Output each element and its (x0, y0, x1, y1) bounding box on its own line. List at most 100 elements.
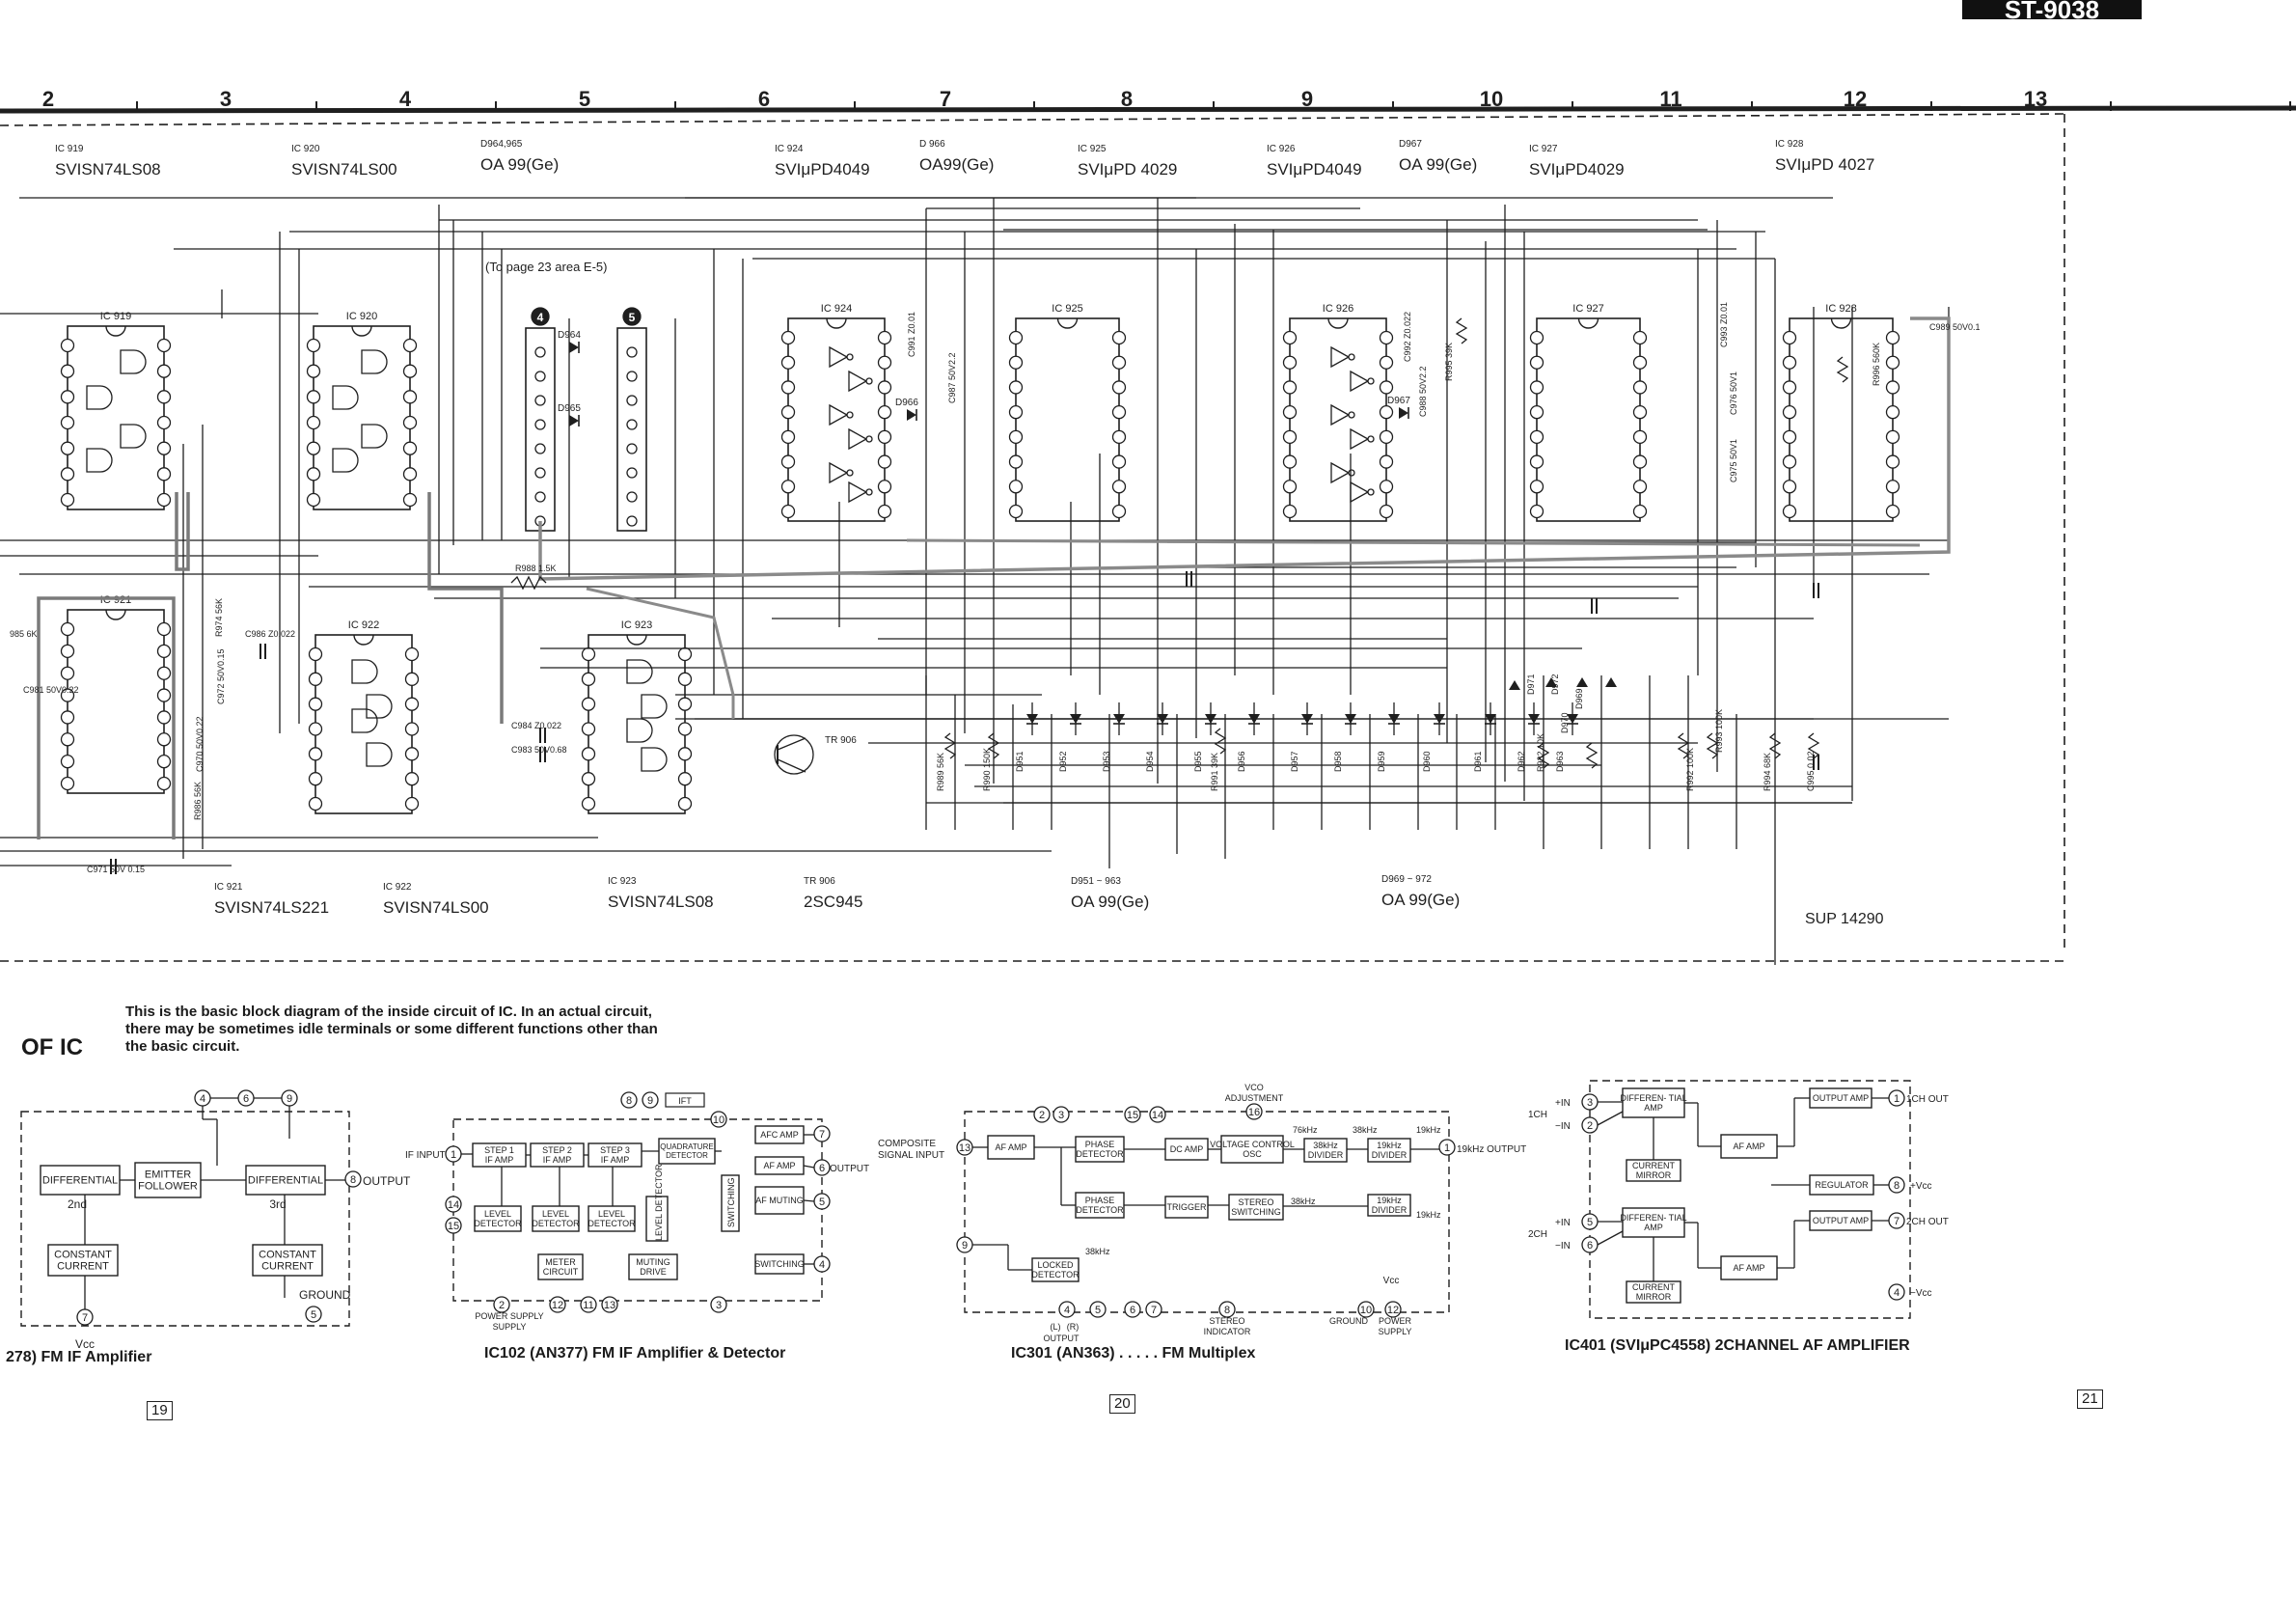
power-trace (538, 316, 1951, 581)
ic-pin (60, 492, 75, 508)
inverter-bubble (865, 377, 873, 385)
part-ref: TR 906 (804, 876, 835, 887)
ic-pin (581, 747, 596, 761)
ic-pin (1282, 454, 1298, 469)
block-label: PHASE (1085, 1196, 1115, 1205)
diode (1399, 407, 1408, 419)
logic-gate (120, 424, 147, 449)
block-pin-number: 7 (1151, 1305, 1157, 1316)
pin-label: SIGNAL INPUT (878, 1150, 944, 1161)
connector-pin (626, 371, 638, 382)
inverter-bubble (846, 353, 854, 361)
ruler-number: 6 (758, 87, 770, 111)
pin-label: (R) (1067, 1322, 1080, 1332)
part-ref: IC 922 (383, 882, 412, 893)
ic-pin (308, 747, 323, 761)
logic-gate (366, 742, 393, 767)
block-pin-number: 3 (716, 1300, 722, 1311)
function-block (1164, 1196, 1209, 1219)
resistor (1537, 742, 1550, 769)
part-ref: IC 920 (291, 144, 320, 154)
freq-label: 38kHz (1085, 1247, 1110, 1256)
logic-gate (641, 694, 668, 719)
ic-920 (351, 325, 372, 337)
block-pin (1149, 1106, 1166, 1123)
ic-pin (1282, 330, 1298, 345)
block-label: 38kHz (1313, 1141, 1338, 1150)
inverter (848, 370, 868, 393)
block-label: AF AMP (1733, 1263, 1764, 1273)
block-label: AF MUTING (755, 1196, 804, 1205)
block-pin (1033, 1106, 1051, 1123)
resistor (1706, 732, 1719, 759)
caption-fm-if-amplifier: 278) FM IF Amplifier (6, 1349, 152, 1365)
ic-notch (105, 325, 126, 337)
ic-body (67, 325, 165, 510)
inverter (829, 345, 849, 369)
block-label: DRIVE (640, 1267, 667, 1277)
function-block (1228, 1194, 1284, 1221)
pin-label: OUTPUT (1044, 1334, 1080, 1343)
block-pin-number: 2 (499, 1300, 505, 1311)
ruler-number: 2 (42, 87, 54, 111)
ruler-number: 10 (1480, 87, 1503, 111)
ic-pin (877, 454, 892, 469)
ic-pin (60, 754, 75, 769)
block-label: MIRROR (1636, 1292, 1672, 1302)
component-label-c993: C993 Z0.01 (1719, 302, 1729, 347)
block-pin-number: 6 (243, 1093, 249, 1105)
block-label: AF AMP (763, 1161, 795, 1170)
ic-pin (1111, 504, 1127, 519)
component-label-d969: D969 (1574, 688, 1584, 709)
inverter (1330, 403, 1351, 426)
block-pin-number: 4 (1894, 1287, 1900, 1299)
ic-pin (60, 621, 75, 637)
ruler-number: 13 (2024, 87, 2047, 111)
block-pin-number: 12 (552, 1300, 563, 1311)
pin-label: −IN (1555, 1241, 1571, 1252)
transistor-tr906 (774, 734, 814, 775)
ic-pin (1885, 404, 1900, 420)
ic-928 (1830, 317, 1852, 329)
block-pin-number: 10 (713, 1114, 724, 1126)
part-number: SVISN74LS08 (608, 893, 714, 911)
inverter-bubble (1348, 411, 1355, 419)
ic-body (314, 634, 413, 814)
block-label: STEP 2 (542, 1145, 572, 1155)
block-label: DIVIDER (1308, 1150, 1344, 1160)
resistor (987, 732, 1000, 759)
block-label: DETECTOR (532, 1219, 580, 1228)
pin-label: POWER SUPPLY (475, 1311, 543, 1321)
ic-pin (306, 364, 321, 378)
pin-label: (L) (1051, 1322, 1061, 1332)
caption-ic301: IC301 (AN363) . . . . . FM Multiplex (1011, 1345, 1256, 1362)
ic-pin (156, 710, 172, 725)
block-label: STEREO (1238, 1197, 1273, 1207)
caption-ic401: IC401 (SVIμPC4558) 2CHANNEL AF AMPLIFIER (1565, 1337, 1910, 1354)
connector-mark (531, 307, 550, 326)
part-ref: IC 925 (1078, 144, 1107, 154)
ic-notch (353, 634, 374, 646)
ic-pin (156, 467, 172, 481)
block-label: STEP 1 (484, 1145, 514, 1155)
ic-pin (306, 441, 321, 455)
connector-number: 4 (537, 311, 544, 324)
block-label: VOLTAGE CONTROL (1210, 1140, 1295, 1149)
component-label: D964 (558, 330, 581, 341)
block-label: 19kHz (1377, 1141, 1402, 1150)
ic-pin (404, 697, 420, 711)
block-label: CURRENT (1632, 1282, 1676, 1292)
block-pin-number: 11 (583, 1300, 593, 1311)
wire (803, 1165, 815, 1169)
part-ref: IC 921 (214, 882, 243, 893)
ic-pin (306, 390, 321, 404)
ic-pin (581, 722, 596, 736)
connector-pin (534, 467, 546, 479)
ic-pin (1885, 355, 1900, 370)
ic-pin (402, 415, 418, 430)
ic-pin (402, 390, 418, 404)
ic-pin (1379, 404, 1394, 420)
connector-pin (626, 346, 638, 358)
resistor (1768, 732, 1782, 759)
caption-ic102: IC102 (AN377) FM IF Amplifier & Detector (484, 1345, 786, 1362)
